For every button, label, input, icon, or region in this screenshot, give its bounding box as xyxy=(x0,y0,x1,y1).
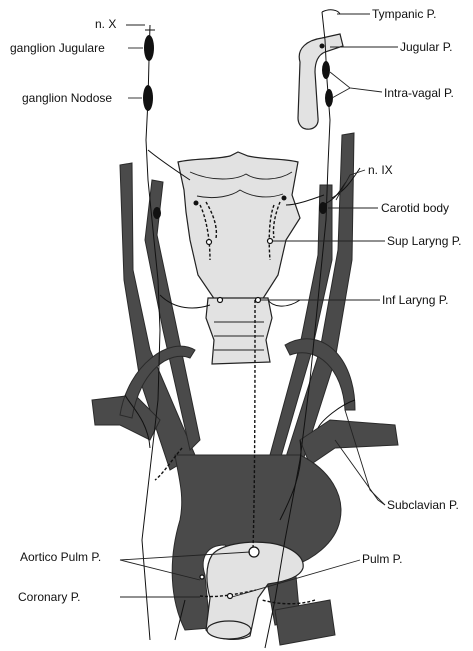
pulm-marker xyxy=(228,594,233,599)
ganglion-jugulare-shape xyxy=(144,35,154,61)
label-tympanic: Tympanic P. xyxy=(372,7,436,21)
label-sup-laryng: Sup Laryng P. xyxy=(387,234,462,248)
inf-laryng-left-marker xyxy=(218,298,223,303)
label-n-ix: n. IX xyxy=(368,163,393,177)
label-intra-vagal: Intra-vagal P. xyxy=(384,86,454,100)
carotid-body-left xyxy=(153,207,161,219)
label-carotid-body: Carotid body xyxy=(381,201,449,215)
aortico-pulm-marker xyxy=(249,547,259,557)
inf-laryng-right-marker xyxy=(256,298,261,303)
label-coronary: Coronary P. xyxy=(18,590,80,604)
right-subclavian-vein xyxy=(300,420,398,465)
label-n-x: n. X xyxy=(95,17,116,31)
label-ganglion-nodose: ganglion Nodose xyxy=(22,91,112,105)
sup-laryng-left-marker xyxy=(207,240,212,245)
label-jugular: Jugular P. xyxy=(400,40,452,54)
sup-laryng-right-marker xyxy=(268,239,273,244)
label-ganglion-jugulare: ganglion Jugulare xyxy=(10,41,105,55)
label-subclavian: Subclavian P. xyxy=(387,498,459,512)
cricoid-cartilage xyxy=(206,298,272,364)
label-inf-laryng: Inf Laryng P. xyxy=(382,293,449,307)
label-aortico-pulm: Aortico Pulm P. xyxy=(20,550,101,564)
label-pulm: Pulm P. xyxy=(362,552,402,566)
jugular-bulb xyxy=(298,34,343,129)
carotid-body-right xyxy=(319,202,327,214)
ganglion-nodose-shape xyxy=(143,85,153,111)
